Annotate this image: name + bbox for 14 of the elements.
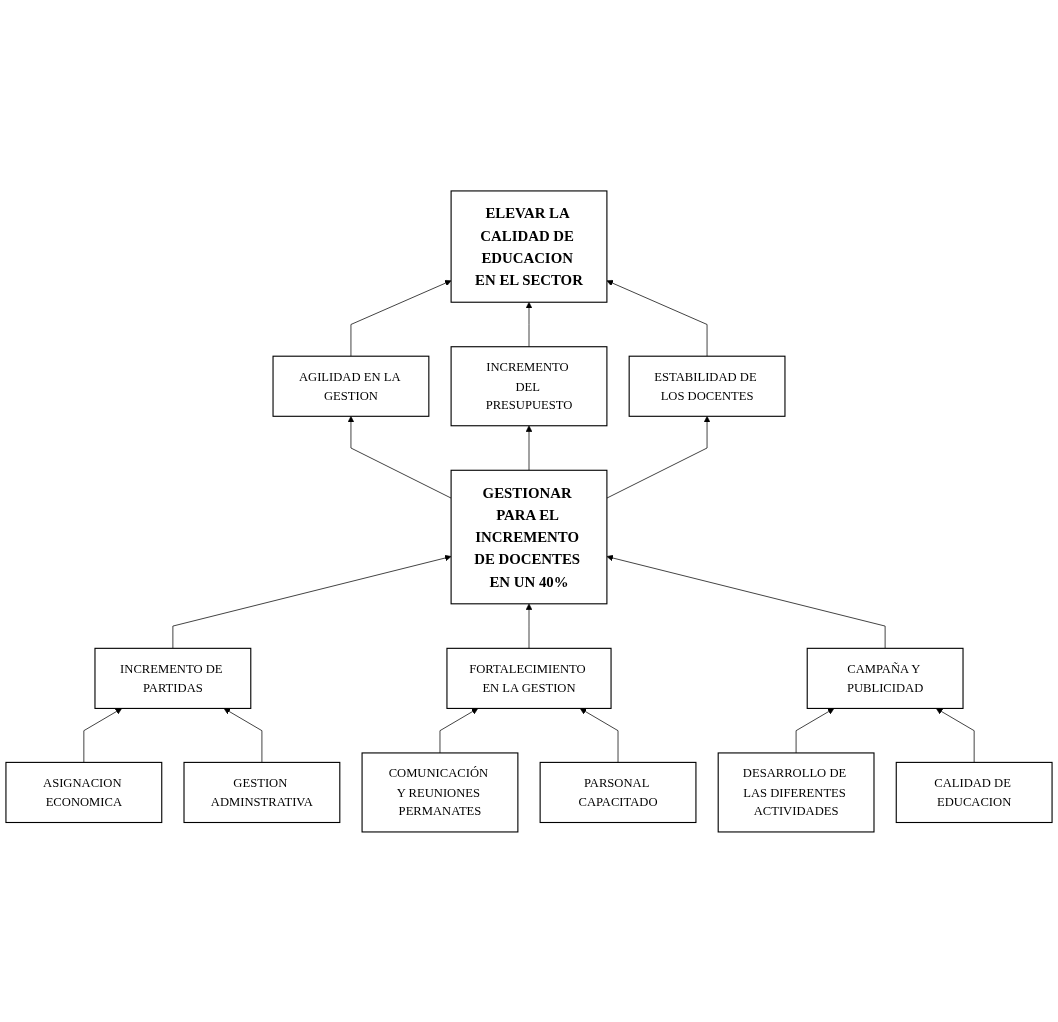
- node-box: DESARROLLO DE LAS DIFERENTES ACTIVIDADES: [717, 751, 875, 833]
- node-box: INCREMENTO DEL PRESUPUESTO: [450, 345, 608, 426]
- node-box: INCREMENTO DE PARTIDAS: [94, 647, 252, 709]
- node-box: ELEVAR LA CALIDAD DE EDUCACION EN EL SECTOR: [450, 189, 608, 303]
- node-box: CALIDAD DE EDUCACION: [895, 761, 1053, 823]
- node-box: GESTION ADMINSTRATIVA: [183, 761, 341, 823]
- node-box: PARSONAL CAPACITADO: [539, 761, 697, 823]
- node-box: FORTALECIMIENTO EN LA GESTION: [446, 647, 612, 709]
- node-box: CAMPAÑA Y PUBLICIDAD: [806, 647, 964, 709]
- node-box: COMUNICACIÓN Y REUNIONES PERMANATES: [361, 751, 519, 833]
- node-box: ESTABILIDAD DE LOS DOCENTES: [628, 355, 786, 417]
- node-box: AGILIDAD EN LA GESTION: [272, 355, 430, 417]
- node-box: GESTIONAR PARA EL INCREMENTO DE DOCENTES EN UN 40%: [450, 469, 608, 604]
- node-box: ASIGNACION ECONOMICA: [5, 761, 163, 823]
